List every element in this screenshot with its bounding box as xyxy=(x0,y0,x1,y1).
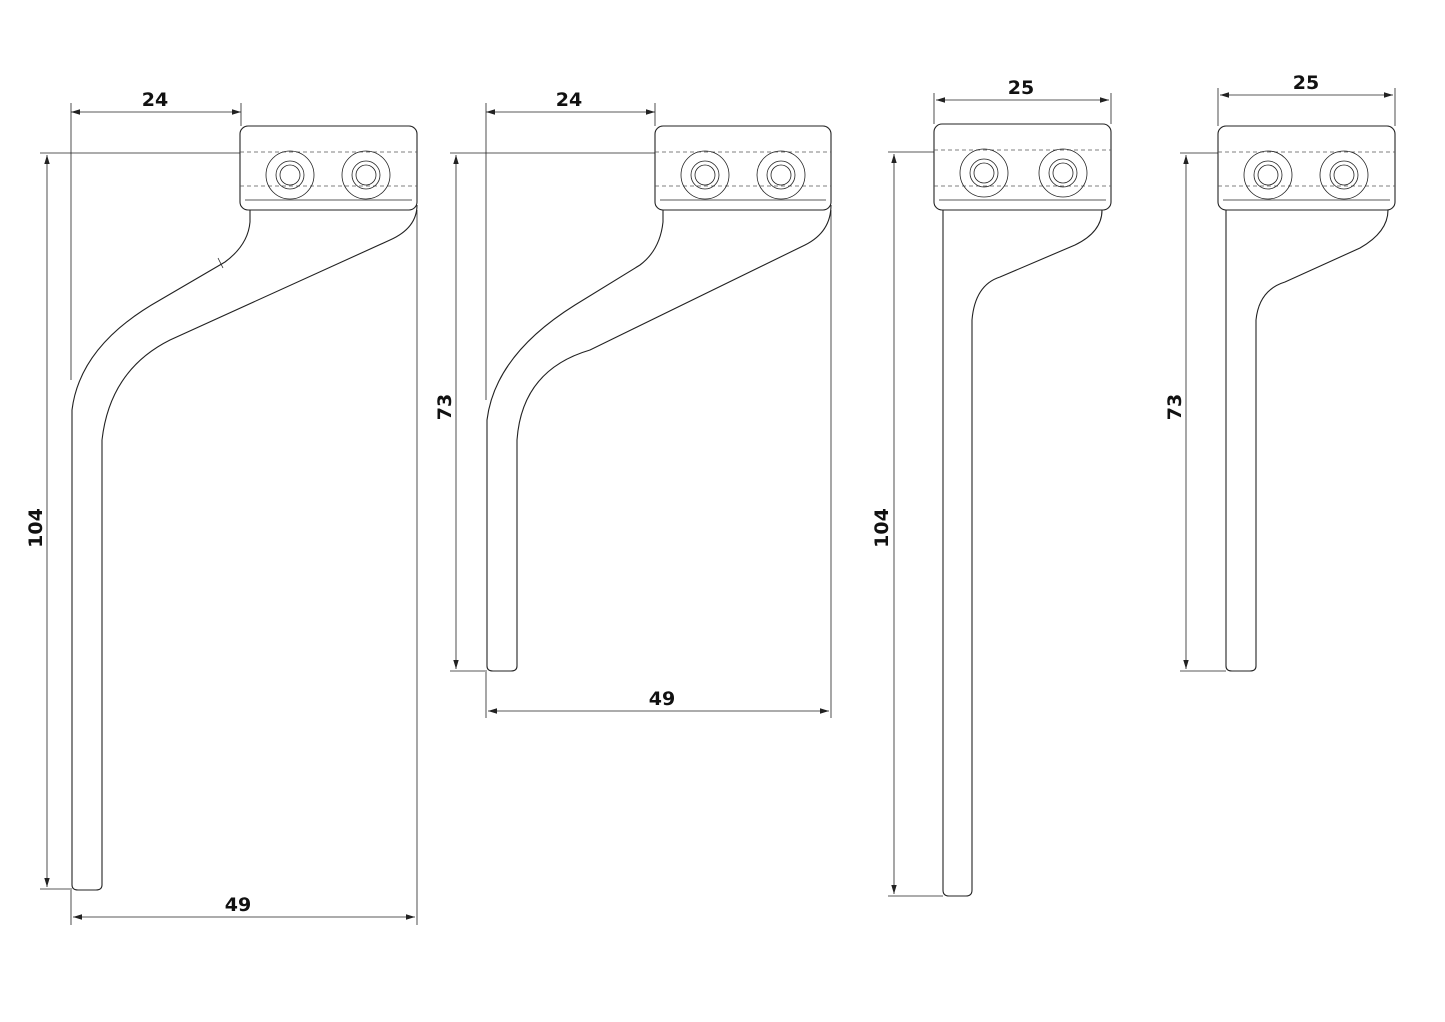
bolt-icon xyxy=(680,150,730,200)
bolt-icon xyxy=(341,150,391,200)
clamp-block xyxy=(933,123,1112,211)
dim-total-width: 49 xyxy=(649,688,675,710)
bolt-icon xyxy=(265,150,315,200)
shank-outline xyxy=(1225,209,1389,672)
bolt-icon xyxy=(1038,148,1088,198)
bolt-icon xyxy=(1319,150,1369,200)
shank-outline xyxy=(486,204,832,672)
bolt-icon xyxy=(756,150,806,200)
shank-outline xyxy=(71,204,418,891)
bracket-1: 24 104 49 xyxy=(25,89,418,925)
bolt-icon xyxy=(1243,150,1293,200)
bracket-3: 25 104 xyxy=(871,77,1112,897)
clamp-block xyxy=(1217,125,1396,211)
dim-clamp-width: 24 xyxy=(556,89,582,111)
dim-clamp-width: 24 xyxy=(142,89,168,111)
shank-outline xyxy=(942,209,1103,897)
dim-height: 104 xyxy=(871,508,893,548)
dim-height: 104 xyxy=(25,508,47,548)
dim-clamp-width: 25 xyxy=(1008,77,1034,99)
dim-height: 73 xyxy=(434,394,456,420)
dim-height: 73 xyxy=(1164,394,1186,420)
bolt-icon xyxy=(959,148,1009,198)
clamp-block xyxy=(654,125,832,211)
bracket-4: 25 73 xyxy=(1164,72,1396,672)
dim-clamp-width: 25 xyxy=(1293,72,1319,94)
dim-total-width: 49 xyxy=(225,894,251,916)
clamp-block xyxy=(239,125,418,211)
bracket-2: 24 73 49 xyxy=(434,89,832,718)
